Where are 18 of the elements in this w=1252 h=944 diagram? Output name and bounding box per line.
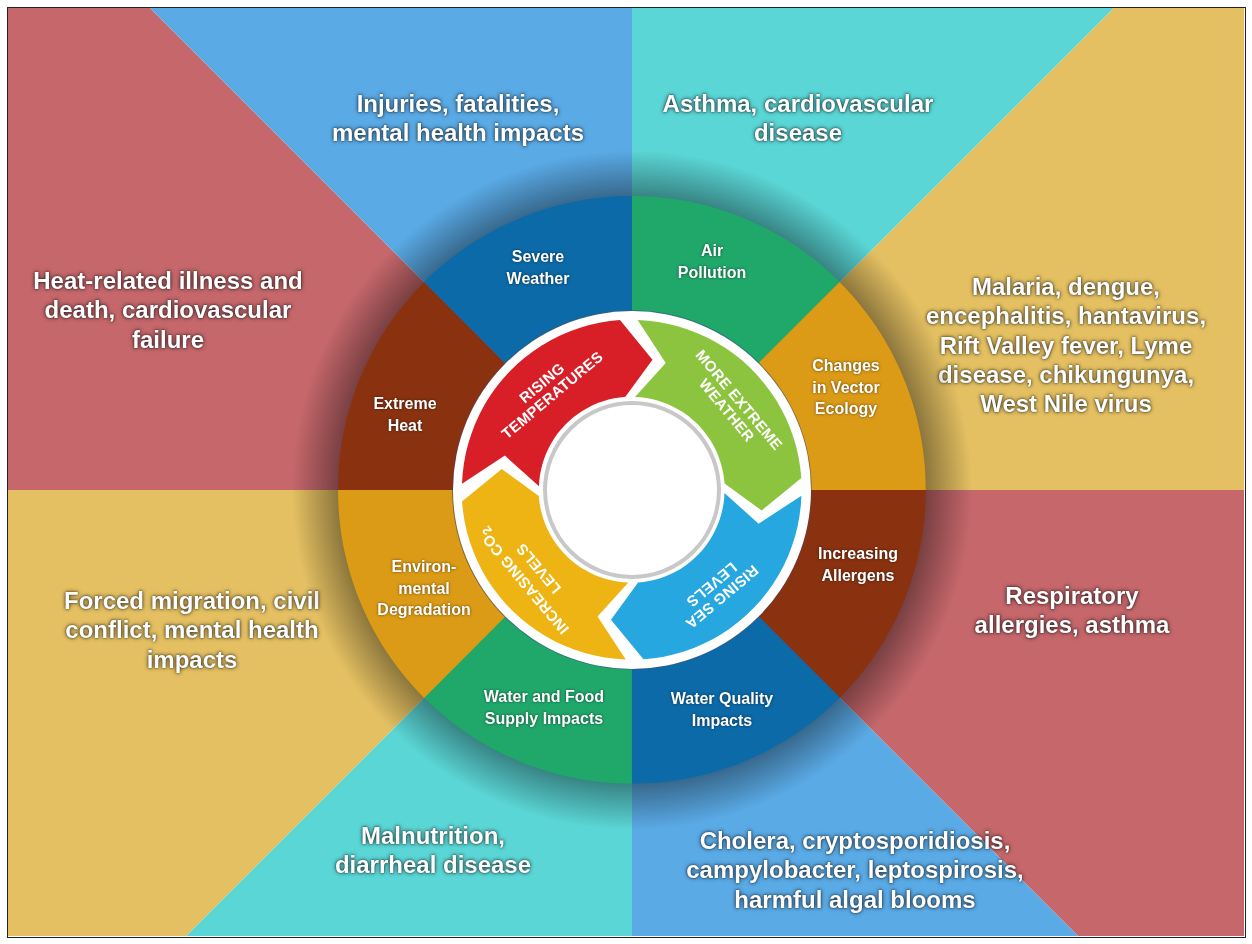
exposure-label: Increasing Allergens bbox=[816, 544, 899, 586]
exposure-label: Extreme Heat bbox=[372, 394, 438, 436]
health-outcome-label: Forced migration, civil conflict, mental health impacts bbox=[62, 586, 322, 674]
cycle-segment bbox=[462, 320, 653, 487]
exposure-label: Environ-mental Degradation bbox=[376, 556, 472, 620]
health-outcome-label: Respiratory allergies, asthma bbox=[973, 580, 1171, 640]
exposure-label: Changes in Vector Ecology bbox=[811, 355, 881, 419]
cycle-segment bbox=[635, 320, 802, 511]
exposure-label: Water and Food Supply Impacts bbox=[482, 687, 606, 729]
health-outcome-label: Malnutrition, diarrheal disease bbox=[333, 820, 533, 880]
cycle-segment bbox=[611, 493, 802, 660]
exposure-label: Severe Weather bbox=[505, 247, 571, 289]
health-outcome-label: Malaria, dengue, encephalitis, hantavirus, Rift Valley fever, Lyme disease, chikungunya, West Nile virus bbox=[924, 271, 1208, 419]
health-outcome-label: Heat-related illness and death, cardiovascular failure bbox=[33, 266, 303, 354]
exposure-label: Water Quality Impacts bbox=[669, 689, 775, 731]
exposure-label: Air Pollution bbox=[676, 241, 748, 283]
health-outcome-label: Asthma, cardiovascular disease bbox=[661, 88, 935, 148]
health-outcome-label: Injuries, fatalities, mental health impacts bbox=[330, 88, 586, 148]
